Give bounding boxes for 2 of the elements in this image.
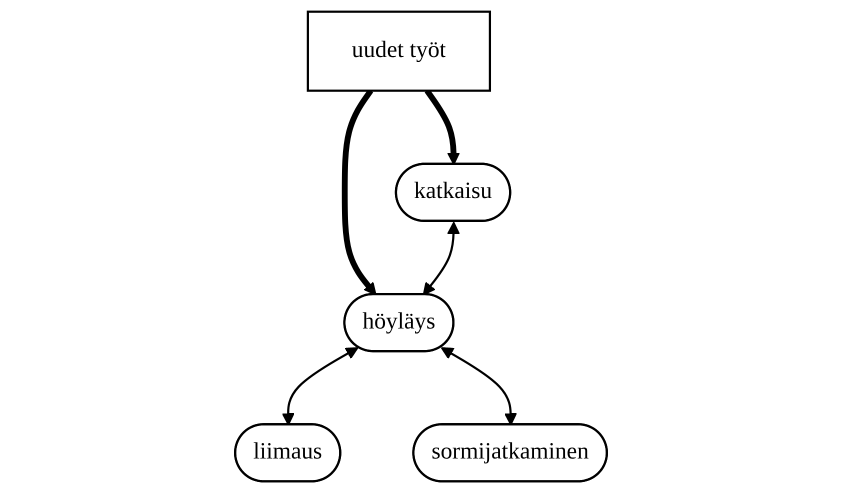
arrow xyxy=(422,222,460,296)
node-box: uudet työt xyxy=(306,10,492,92)
